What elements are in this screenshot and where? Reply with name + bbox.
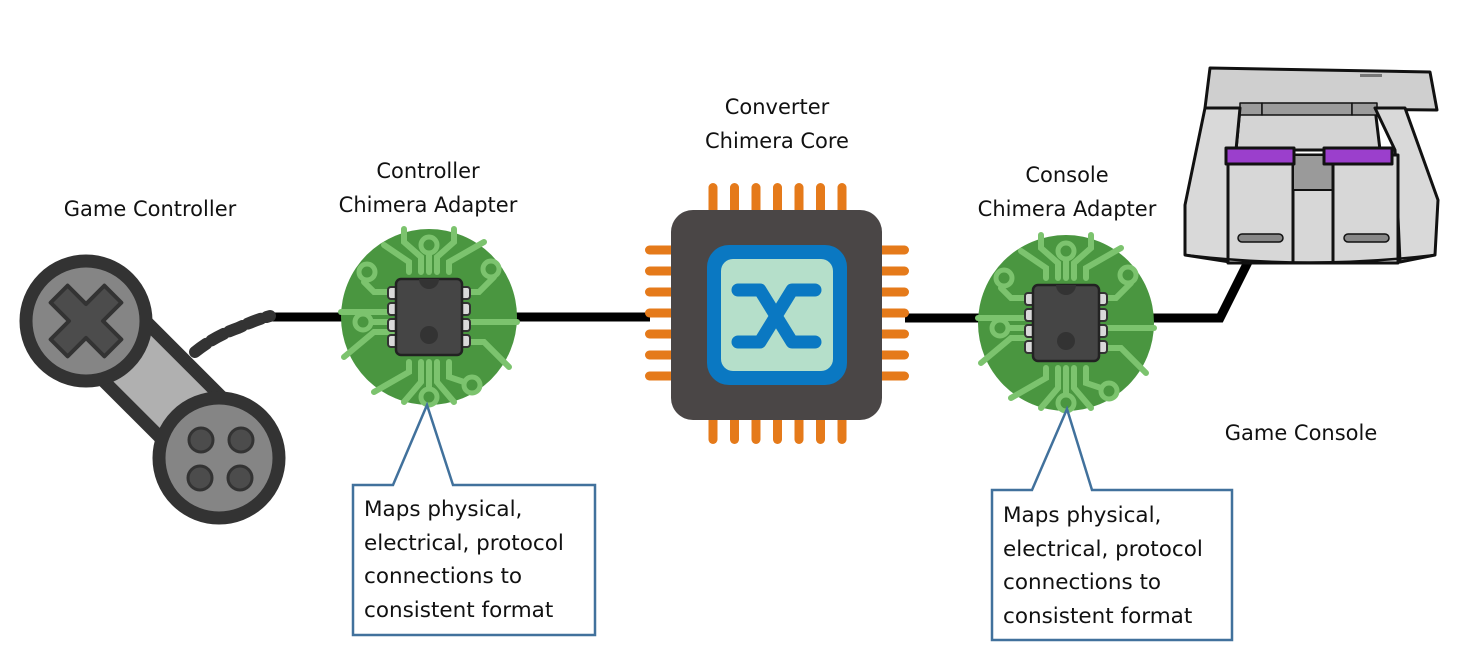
callout-line: connections to bbox=[364, 564, 523, 589]
pin bbox=[773, 183, 782, 217]
label-line: Game Console bbox=[1224, 421, 1378, 445]
pin bbox=[875, 371, 909, 381]
label-line: Chimera Adapter bbox=[977, 197, 1157, 221]
gamepad-icon bbox=[19, 254, 286, 525]
pin bbox=[875, 308, 909, 318]
pin bbox=[645, 329, 679, 339]
callout-line: Maps physical, bbox=[364, 497, 523, 522]
callout-line: consistent format bbox=[1003, 603, 1193, 629]
pin bbox=[875, 350, 909, 360]
label-line: Chimera Core bbox=[705, 129, 849, 153]
callout-controller-adapter bbox=[351, 401, 597, 637]
label-console-adapter: Console Chimera Adapter bbox=[947, 158, 1187, 226]
callout-text-controller-adapter: Maps physical, electrical, protocol conn… bbox=[364, 493, 564, 627]
console-adapter-icon bbox=[978, 235, 1154, 411]
callout-line: electrical, protocol bbox=[364, 530, 564, 556]
label-line: Console bbox=[1025, 163, 1109, 187]
x-glyph-icon bbox=[731, 283, 822, 349]
pin bbox=[730, 183, 739, 217]
pin bbox=[645, 245, 679, 255]
label-controller-adapter: Controller Chimera Adapter bbox=[308, 154, 548, 222]
controller-adapter-icon bbox=[341, 229, 517, 405]
buttons-icon bbox=[186, 426, 255, 492]
pin bbox=[875, 329, 909, 339]
pin bbox=[875, 287, 909, 297]
pin bbox=[645, 350, 679, 360]
callout-text-console-adapter: Maps physical, electrical, protocol conn… bbox=[1003, 499, 1203, 633]
label-line: Controller bbox=[376, 159, 480, 183]
callout-line: electrical, protocol bbox=[1003, 536, 1203, 562]
pin bbox=[837, 183, 847, 217]
label-game-console: Game Console bbox=[1181, 416, 1421, 450]
wire-console-adapter-to-console bbox=[1152, 239, 1263, 323]
label-converter-core: Converter Chimera Core bbox=[657, 90, 897, 158]
processor-icon bbox=[645, 183, 909, 444]
callout-line: Maps physical, bbox=[1003, 503, 1162, 528]
snes-console-icon bbox=[1183, 66, 1440, 265]
pin bbox=[794, 183, 804, 217]
wires bbox=[272, 239, 1263, 323]
label-line: Game Controller bbox=[63, 197, 237, 221]
callout-line: connections to bbox=[1003, 570, 1162, 595]
pin bbox=[875, 266, 909, 276]
pin bbox=[875, 245, 909, 255]
pin bbox=[645, 371, 679, 381]
pin bbox=[751, 183, 761, 217]
pin bbox=[645, 266, 679, 276]
pin bbox=[645, 287, 679, 297]
callout-line: consistent format bbox=[364, 597, 554, 623]
label-line: Converter bbox=[724, 95, 830, 119]
label-line: Chimera Adapter bbox=[338, 193, 518, 217]
dpad-icon bbox=[48, 283, 124, 359]
pin bbox=[816, 183, 825, 217]
pin bbox=[645, 308, 679, 318]
pin bbox=[708, 183, 718, 217]
callout-console-adapter bbox=[990, 405, 1234, 642]
label-game-controller: Game Controller bbox=[30, 192, 270, 226]
